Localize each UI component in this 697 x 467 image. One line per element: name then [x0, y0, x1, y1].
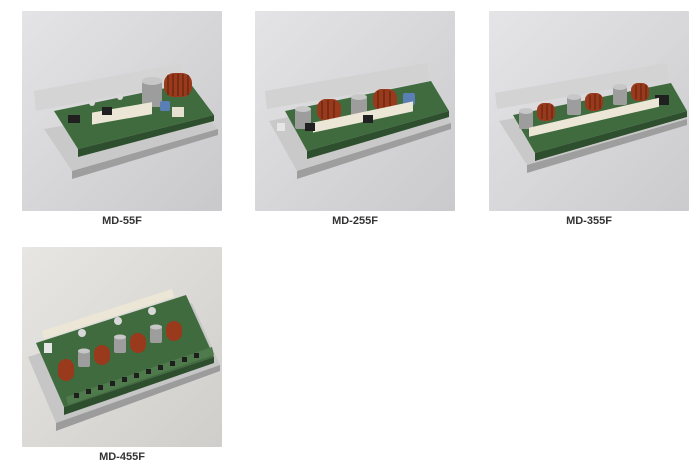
product-card-md-255f[interactable]: MD-255F	[255, 11, 455, 228]
product-photo-md-55f[interactable]	[22, 11, 222, 211]
product-card-md-55f[interactable]: MD-55F	[22, 11, 222, 228]
product-photo-md-255f[interactable]	[255, 11, 455, 211]
product-model-label: MD-455F	[99, 451, 145, 463]
product-photo-md-455f[interactable]	[22, 247, 222, 447]
product-photo-md-355f[interactable]	[489, 11, 689, 211]
product-card-md-355f[interactable]: MD-355F	[489, 11, 689, 228]
product-card-md-455f[interactable]: MD-455F	[22, 247, 222, 464]
product-model-label: MD-255F	[332, 215, 378, 227]
product-model-label: MD-355F	[566, 215, 612, 227]
product-model-label: MD-55F	[102, 215, 142, 227]
